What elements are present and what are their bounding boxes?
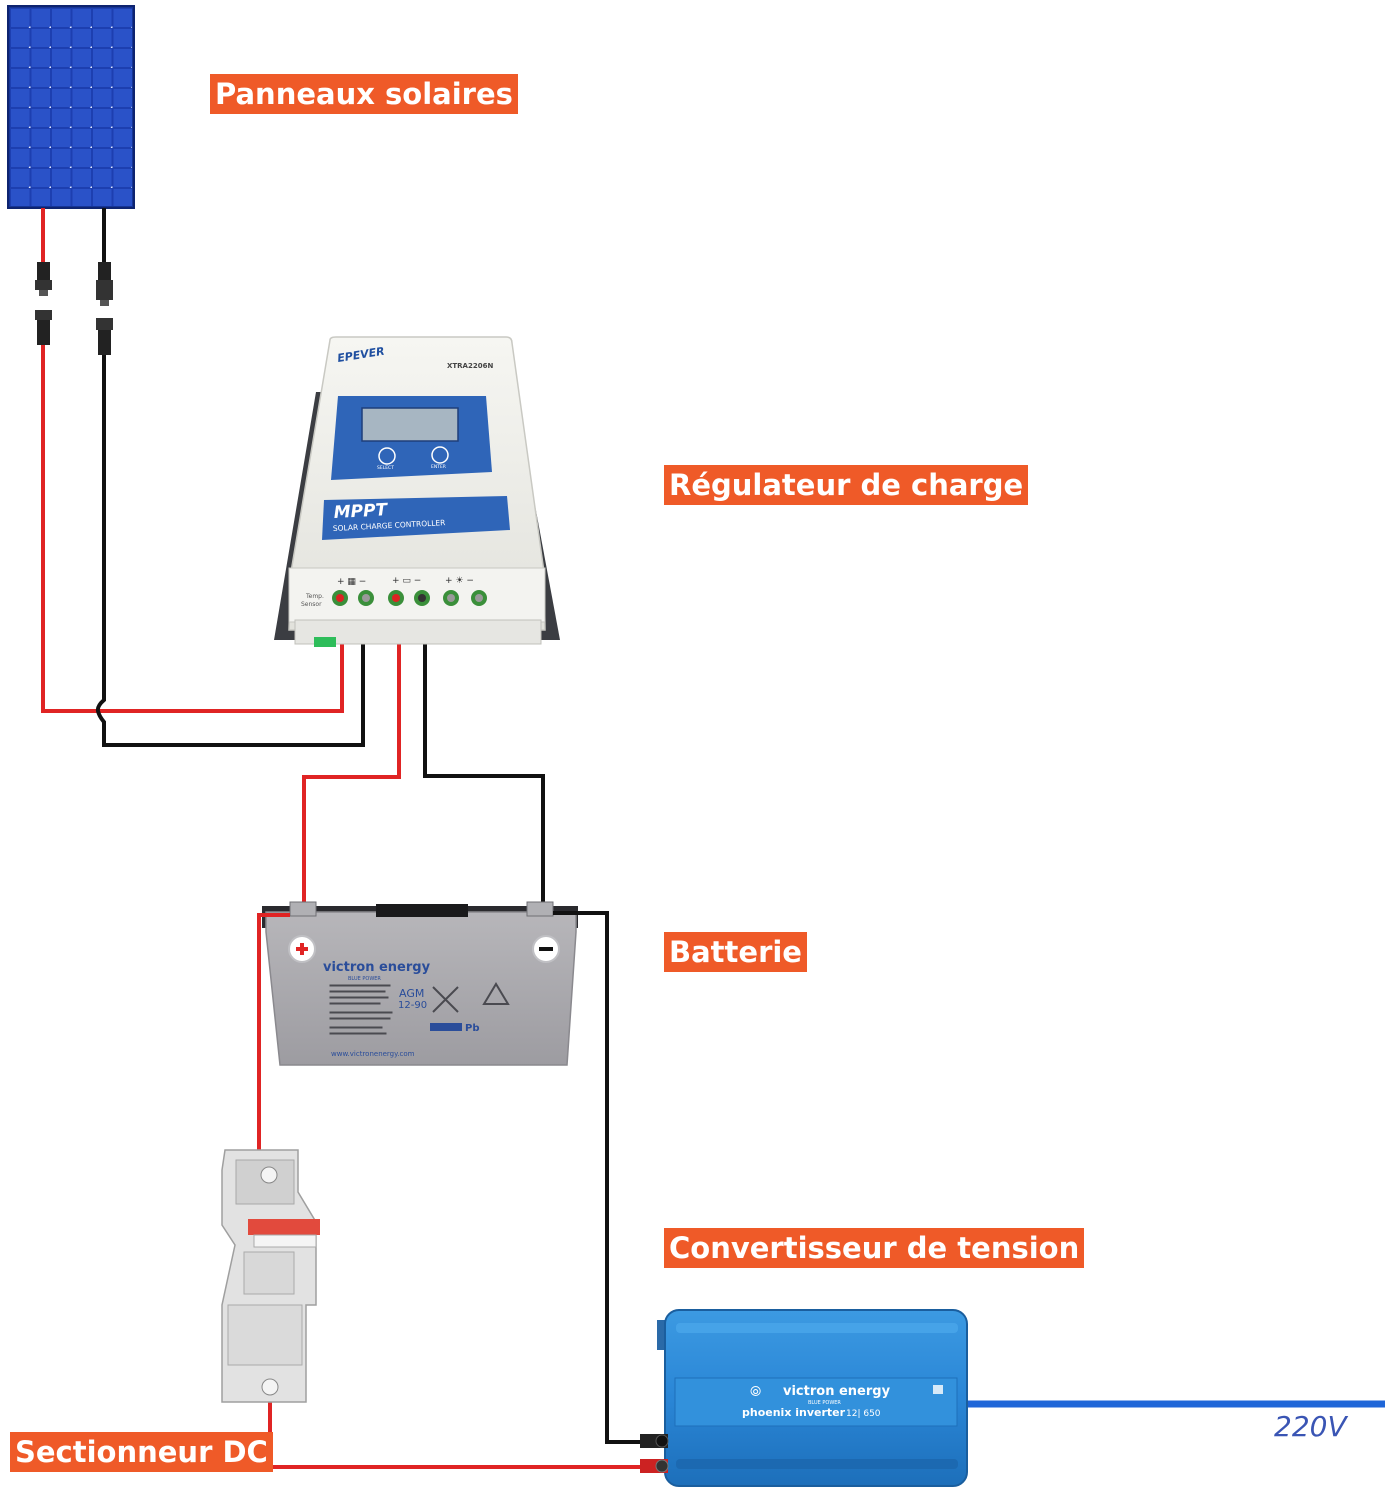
victron-logo-icon: ⦾	[750, 1384, 761, 1400]
regulator-enter-label: ENTER	[431, 464, 446, 470]
svg-text:+ ▦ −: + ▦ −	[337, 577, 366, 587]
regulator-select-label: SELECT	[377, 465, 394, 471]
charge-regulator: EPEVER XTRA2206N SELECT ENTER MPPT SOLAR…	[274, 336, 560, 647]
battery-brand: victron energy	[323, 960, 431, 975]
svg-text:+ ☀ −: + ☀ −	[445, 576, 474, 586]
main-negative-wire	[553, 911, 660, 1444]
dc-disconnect	[221, 1149, 320, 1403]
panel-negative-wire	[95, 208, 365, 747]
inverter-brand-tagline: BLUE POWER	[808, 1400, 841, 1406]
regulator-terminals	[332, 590, 487, 606]
inverter-brand: victron energy	[783, 1384, 891, 1399]
output-voltage-label: 220V	[1274, 1410, 1347, 1443]
battery-negative-wire	[423, 600, 545, 912]
regulator-enter-button	[431, 446, 449, 464]
label-charge-regulator: Régulateur de charge	[664, 465, 1029, 505]
disconnect-red-label	[248, 1219, 320, 1235]
battery-model: AGM	[399, 987, 424, 1000]
label-inverter: Convertisseur de tension	[664, 1228, 1085, 1268]
regulator-sensor-label: Sensor	[301, 601, 322, 608]
label-solar-panels: Panneaux solaires	[210, 74, 518, 114]
regulator-lcd	[361, 407, 459, 442]
battery-brand-tagline: BLUE POWER	[348, 976, 381, 982]
battery: victron energy BLUE POWER AGM 12-90 Pb w…	[262, 901, 578, 1066]
label-battery: Batterie	[664, 932, 807, 972]
battery-pb-label: Pb	[465, 1023, 480, 1034]
regulator-temp-label: Temp.	[305, 593, 324, 600]
inverter: victron energy BLUE POWER phoenix invert…	[640, 1309, 968, 1487]
inverter-rating: 12| 650	[846, 1409, 881, 1419]
svg-text:+ ▭ −: + ▭ −	[392, 576, 421, 586]
label-dc-disconnect: Sectionneur DC	[10, 1432, 273, 1472]
panel-positive-wire	[41, 208, 344, 713]
regulator-model: XTRA2206N	[447, 362, 493, 370]
regulator-front-title: MPPT	[333, 500, 389, 523]
battery-website: www.victronenergy.com	[331, 1050, 415, 1058]
mc4-connector-positive	[35, 262, 52, 345]
solar-panel	[7, 5, 135, 209]
mc4-connector-negative	[96, 262, 113, 355]
battery-model-code: 12-90	[398, 1000, 427, 1011]
battery-positive-wire	[302, 600, 401, 912]
regulator-select-button	[378, 447, 396, 465]
inverter-model: phoenix inverter	[742, 1406, 846, 1419]
inverter-dc-terminals	[640, 1434, 669, 1473]
